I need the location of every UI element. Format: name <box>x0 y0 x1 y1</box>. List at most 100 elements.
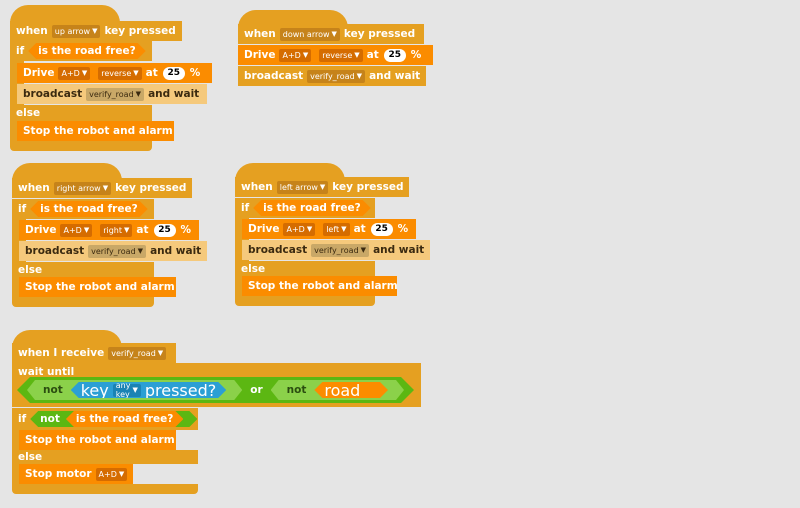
broadcast-block[interactable]: broadcast verify_road▼ and wait <box>242 240 430 260</box>
c-block-foot <box>10 141 152 151</box>
label: at <box>145 67 158 79</box>
label: when I receive <box>18 347 105 359</box>
broadcast-block[interactable]: broadcast verify_road▼ and wait <box>17 84 207 104</box>
motor-dropdown[interactable]: A+D▼ <box>60 223 93 237</box>
motor-dropdown[interactable]: A+D▼ <box>283 222 316 236</box>
message-dropdown[interactable]: verify_road▼ <box>108 346 167 360</box>
direction-dropdown[interactable]: right▼ <box>100 223 133 237</box>
not-label: not <box>40 413 60 425</box>
if-else-header[interactable]: if is the road free? <box>235 198 375 218</box>
motor-dropdown[interactable]: A+D▼ <box>95 467 128 481</box>
label: % <box>180 224 192 236</box>
if-else-header[interactable]: if is the road free? <box>10 41 152 61</box>
triangle-down-icon: ▼ <box>306 225 313 233</box>
stop-alarm-block[interactable]: Stop the robot and alarm <box>17 121 174 141</box>
road-free-reporter[interactable]: is the road free? <box>28 43 146 59</box>
label: % <box>410 49 422 61</box>
drive-block[interactable]: Drive A+D▼ left▼ at 25 % <box>242 219 416 239</box>
label: and wait <box>373 244 425 256</box>
message-dropdown[interactable]: verify_road▼ <box>307 69 366 83</box>
triangle-down-icon: ▼ <box>354 51 360 59</box>
speed-input[interactable]: 25 <box>370 222 393 236</box>
label: and wait <box>148 88 200 100</box>
label: broadcast <box>23 88 83 100</box>
c-block-foot <box>235 296 375 306</box>
broadcast-block[interactable]: broadcast verify_road▼ and wait <box>19 241 207 261</box>
if-else-header[interactable]: if is the road free? <box>12 199 154 219</box>
not-operator[interactable]: not is the road free? <box>30 411 197 427</box>
label: pressed? <box>144 380 217 400</box>
not-label: not <box>43 384 63 396</box>
else-label: else <box>12 262 154 278</box>
triangle-down-icon: ▼ <box>102 184 109 192</box>
label: at <box>136 224 149 236</box>
when-receive-block[interactable]: when I receive verify_road▼ <box>12 343 176 363</box>
speed-input[interactable]: 25 <box>153 223 176 237</box>
or-operator[interactable]: not key any key▼ pressed? or not is the … <box>17 377 414 403</box>
label: key pressed <box>104 25 176 37</box>
speed-input[interactable]: 25 <box>383 48 406 62</box>
triangle-down-icon: ▼ <box>360 246 367 254</box>
label: when <box>18 182 50 194</box>
when-key-pressed-block[interactable]: when down arrow▼ key pressed <box>238 24 424 44</box>
speed-input[interactable]: 25 <box>162 66 185 80</box>
when-key-pressed-block[interactable]: when up arrow▼ key pressed <box>10 21 182 41</box>
triangle-down-icon: ▼ <box>137 247 144 255</box>
label: at <box>366 49 379 61</box>
triangle-down-icon: ▼ <box>124 226 130 234</box>
label: if <box>16 45 25 57</box>
label: and wait <box>150 245 202 257</box>
label: broadcast <box>248 244 308 256</box>
label: when <box>241 181 273 193</box>
not-operator[interactable]: not is the road free? <box>271 380 404 400</box>
label: key pressed <box>115 182 187 194</box>
label: when <box>244 28 276 40</box>
drive-block[interactable]: Drive A+D▼ reverse▼ at 25 % <box>238 45 433 65</box>
road-free-reporter[interactable]: is the road free? <box>66 411 184 427</box>
message-dropdown[interactable]: verify_road▼ <box>311 243 370 257</box>
stop-alarm-block[interactable]: Stop the robot and alarm <box>19 430 176 450</box>
triangle-down-icon: ▼ <box>356 72 363 80</box>
broadcast-block[interactable]: broadcast verify_road▼ and wait <box>238 66 426 86</box>
stop-alarm-block[interactable]: Stop the robot and alarm <box>242 276 398 296</box>
direction-dropdown[interactable]: reverse▼ <box>319 48 363 62</box>
message-dropdown[interactable]: verify_road▼ <box>88 244 147 258</box>
not-operator[interactable]: not key any key▼ pressed? <box>27 380 242 400</box>
road-free-reporter[interactable]: is the road free? <box>253 200 371 216</box>
key-dropdown[interactable]: up arrow▼ <box>51 24 101 38</box>
label: if <box>18 203 27 215</box>
hat-cap <box>12 163 122 181</box>
key-dropdown[interactable]: right arrow▼ <box>53 181 112 195</box>
label: Stop motor <box>25 468 92 480</box>
triangle-down-icon: ▼ <box>133 69 139 77</box>
drive-block[interactable]: Drive A+D▼ reverse▼ at 25 % <box>17 63 212 83</box>
key-dropdown[interactable]: any key▼ <box>113 384 141 397</box>
triangle-down-icon: ▼ <box>319 183 326 191</box>
else-label: else <box>12 450 198 464</box>
motor-dropdown[interactable]: A+D▼ <box>279 48 312 62</box>
when-key-pressed-block[interactable]: when left arrow▼ key pressed <box>235 177 409 197</box>
triangle-down-icon: ▼ <box>132 386 138 394</box>
stop-motor-block[interactable]: Stop motor A+D▼ <box>19 464 133 484</box>
hat-cap <box>235 163 345 181</box>
if-else-header[interactable]: if not is the road free? <box>12 408 198 430</box>
not-label: not <box>286 384 307 396</box>
triangle-down-icon: ▼ <box>135 90 142 98</box>
when-key-pressed-block[interactable]: when right arrow▼ key pressed <box>12 178 192 198</box>
direction-dropdown[interactable]: left▼ <box>323 222 350 236</box>
else-label: else <box>235 261 375 277</box>
stop-alarm-block[interactable]: Stop the robot and alarm <box>19 277 176 297</box>
key-dropdown[interactable]: left arrow▼ <box>276 180 329 194</box>
key-dropdown[interactable]: down arrow▼ <box>279 27 340 41</box>
triangle-down-icon: ▼ <box>81 69 88 77</box>
direction-dropdown[interactable]: reverse▼ <box>98 66 142 80</box>
c-block-foot <box>12 297 154 307</box>
key-pressed-reporter[interactable]: key any key▼ pressed? <box>71 382 227 398</box>
motor-dropdown[interactable]: A+D▼ <box>58 66 91 80</box>
road-free-reporter[interactable]: is the road free? <box>30 201 148 217</box>
message-dropdown[interactable]: verify_road▼ <box>86 87 145 101</box>
label: key <box>80 380 109 400</box>
triangle-down-icon: ▼ <box>83 226 90 234</box>
road-free-reporter[interactable]: is the road free? <box>314 382 388 398</box>
drive-block[interactable]: Drive A+D▼ right▼ at 25 % <box>19 220 199 240</box>
